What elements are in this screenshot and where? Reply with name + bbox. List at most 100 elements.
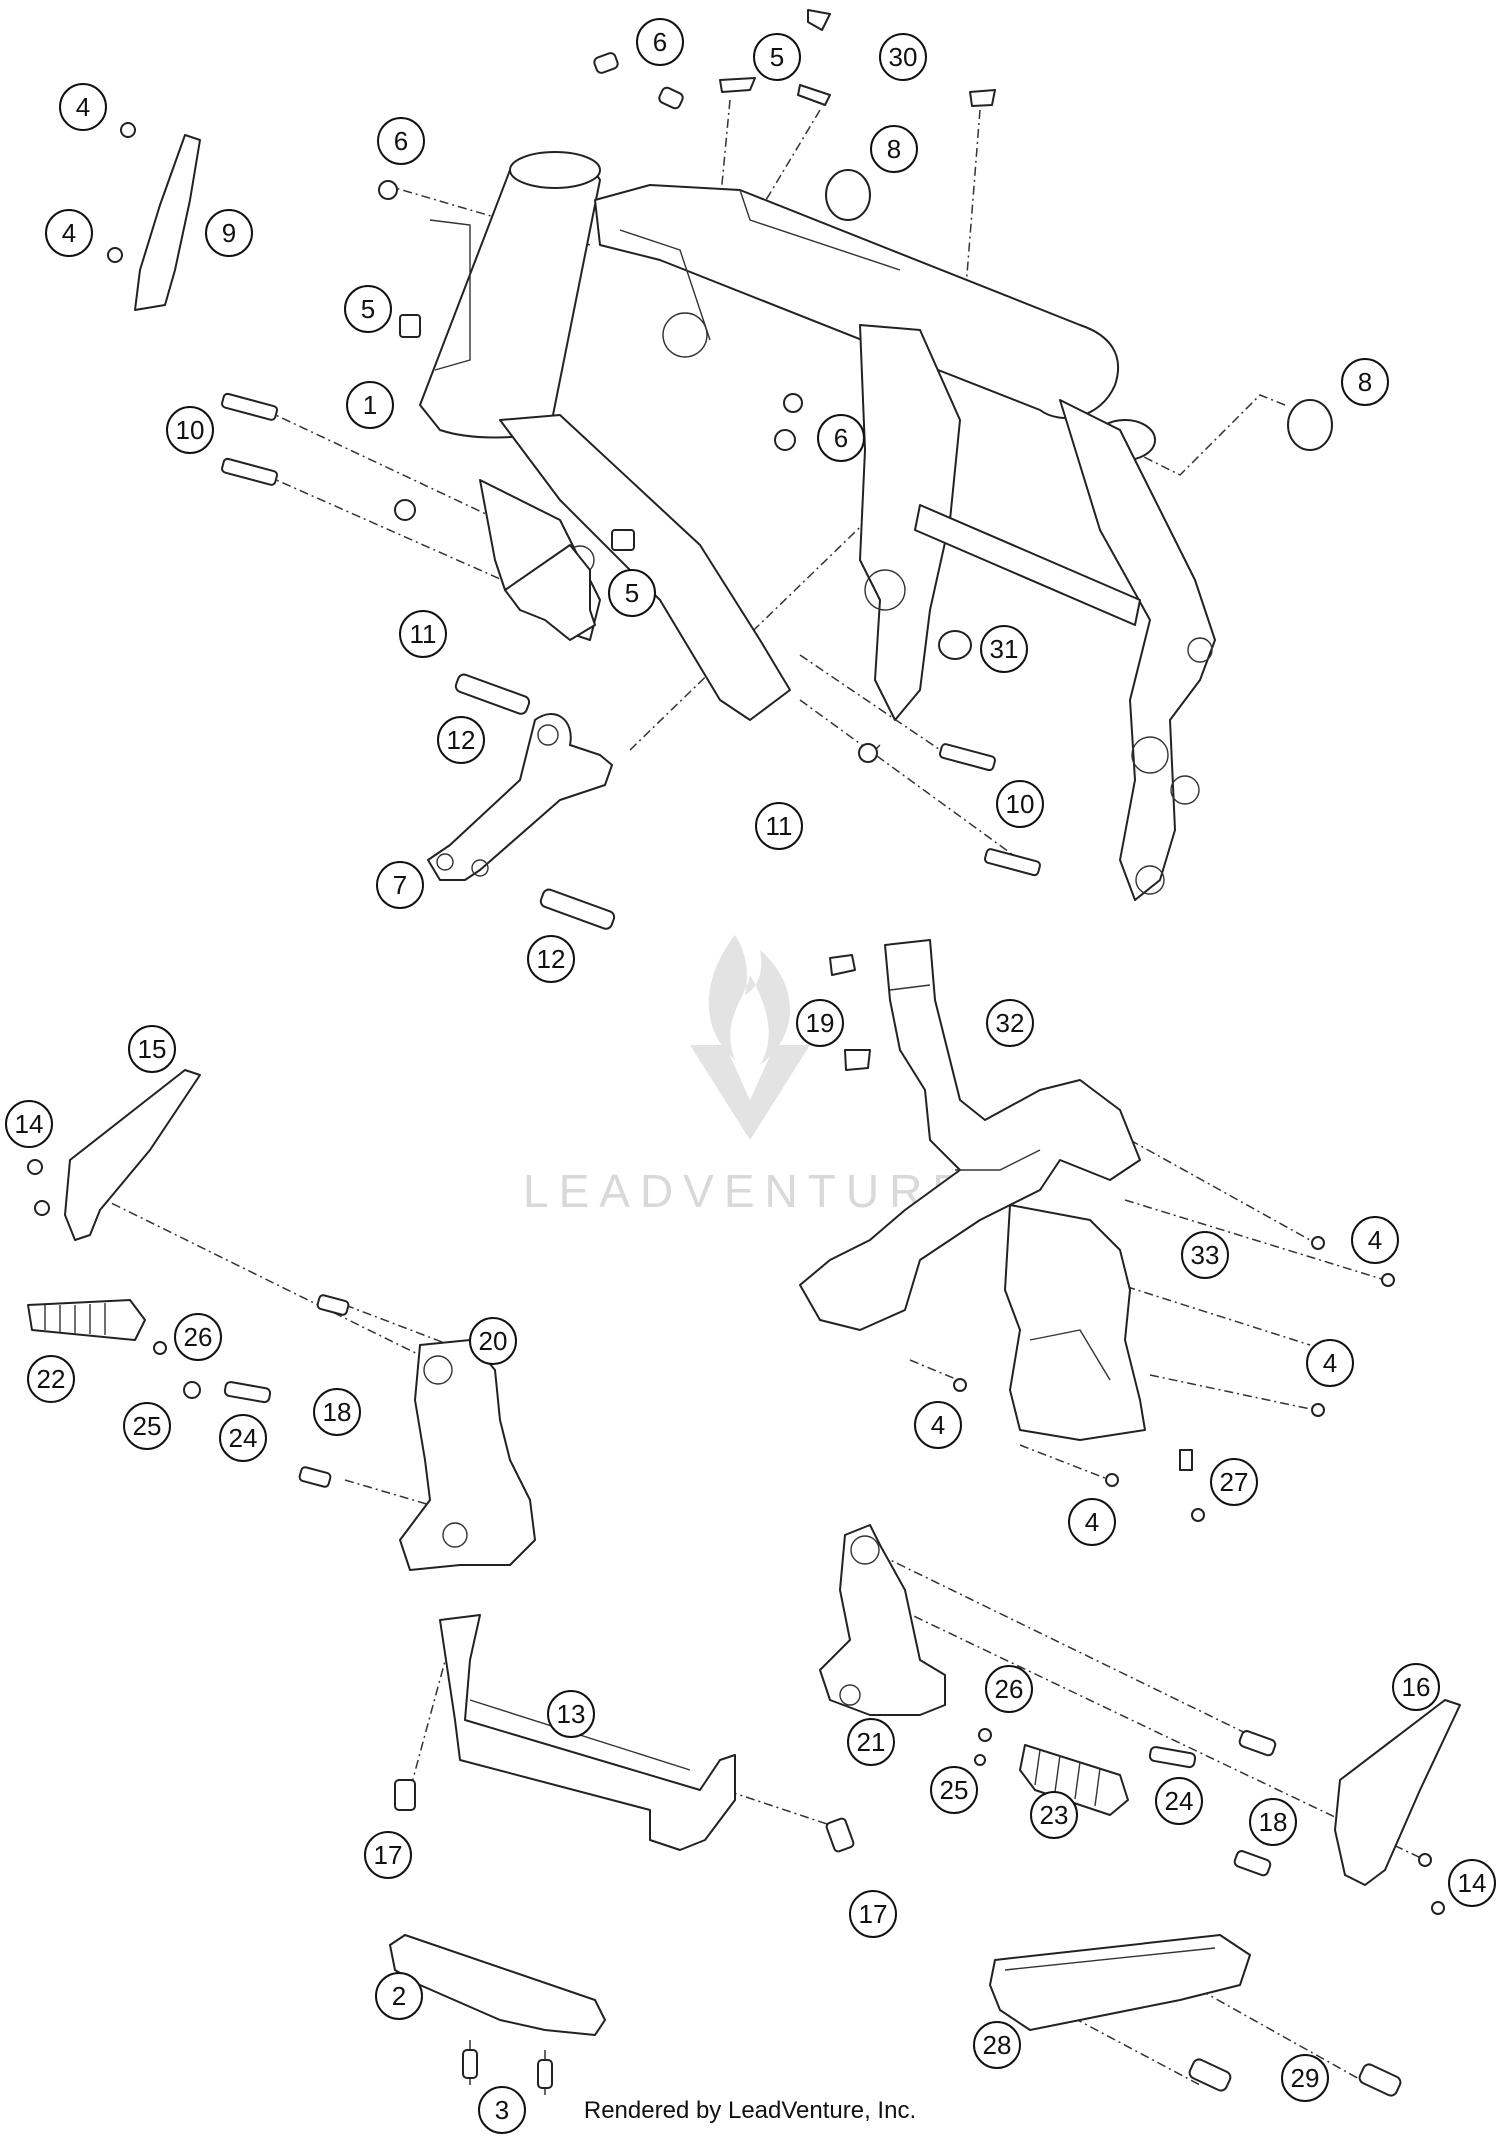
callout-14: 14	[1448, 1859, 1496, 1907]
frame-mid-plate	[859, 324, 961, 721]
footrest-bracket-21	[819, 1524, 946, 1716]
callout-label: 18	[1259, 1807, 1288, 1837]
main-frame	[419, 151, 1216, 901]
callout-circle	[1341, 358, 1389, 406]
callout-label: 4	[76, 92, 90, 122]
callout-circle	[377, 117, 425, 165]
callout-label: 24	[1165, 1786, 1194, 1816]
frame-rear-spar	[1059, 399, 1216, 901]
callout-circle	[1249, 1798, 1297, 1846]
callout-8: 8	[870, 125, 918, 173]
callout-label: 4	[1085, 1507, 1099, 1537]
callout-26: 26	[985, 1665, 1033, 1713]
callout-17: 17	[364, 1831, 412, 1879]
callout-21: 21	[847, 1718, 895, 1766]
callout-label: 8	[887, 134, 901, 164]
watermark-v-logo	[690, 1045, 810, 1140]
callout-label: 17	[374, 1840, 403, 1870]
callout-30: 30	[879, 33, 927, 81]
callout-circle	[1392, 1663, 1440, 1711]
callout-label: 4	[1368, 1225, 1382, 1255]
callout-circle	[1210, 1458, 1258, 1506]
callout-circle	[527, 935, 575, 983]
callout-15: 15	[128, 1025, 176, 1073]
callout-circle	[399, 610, 447, 658]
callout-label: 21	[857, 1727, 886, 1757]
callout-circle	[27, 1355, 75, 1403]
watermark-text: LEADVENTURE	[523, 1165, 973, 1217]
callout-label: 14	[15, 1109, 44, 1139]
callout-label: 6	[834, 423, 848, 453]
callout-label: 8	[1358, 367, 1372, 397]
callout-18: 18	[1249, 1798, 1297, 1846]
callout-circle	[376, 861, 424, 909]
callout-label: 12	[447, 725, 476, 755]
callout-circle	[847, 1718, 895, 1766]
callout-5: 5	[753, 33, 801, 81]
callout-label: 14	[1458, 1868, 1487, 1898]
callout-label: 10	[1006, 789, 1035, 819]
heel-guard-15	[64, 1069, 201, 1241]
frame-down-tube-left	[499, 414, 791, 721]
callout-label: 15	[138, 1034, 167, 1064]
callout-circle	[219, 1414, 267, 1462]
callout-label: 18	[323, 1397, 352, 1427]
footrest-bracket-20	[399, 1339, 536, 1571]
callout-circle	[986, 999, 1034, 1047]
callout-label: 13	[557, 1699, 586, 1729]
callout-33: 33	[1181, 1231, 1229, 1279]
callout-25: 25	[123, 1402, 171, 1450]
callout-1: 1	[346, 381, 394, 429]
callout-circle	[1068, 1498, 1116, 1546]
callout-10: 10	[996, 780, 1044, 828]
callout-4: 4	[1068, 1498, 1116, 1546]
callout-17: 17	[849, 1890, 897, 1938]
linkage-7	[427, 713, 613, 881]
callout-circle	[1181, 1231, 1229, 1279]
callout-circle	[205, 209, 253, 257]
callout-circle	[478, 2086, 526, 2134]
callout-circle	[166, 406, 214, 454]
callout-circle	[849, 1890, 897, 1938]
callout-10: 10	[166, 406, 214, 454]
callout-2: 2	[375, 1972, 423, 2020]
callout-circle	[1306, 1339, 1354, 1387]
callout-label: 16	[1402, 1672, 1431, 1702]
callout-circle	[636, 18, 684, 66]
callout-23: 23	[1030, 1791, 1078, 1839]
callout-label: 22	[37, 1364, 66, 1394]
callout-label: 4	[62, 218, 76, 248]
rendered-by-credit: Rendered by LeadVenture, Inc.	[584, 2097, 916, 2124]
callout-label: 30	[889, 42, 918, 72]
callout-circle	[1448, 1859, 1496, 1907]
callout-3: 3	[478, 2086, 526, 2134]
callout-circle	[313, 1388, 361, 1436]
callout-circle	[755, 802, 803, 850]
callout-11: 11	[399, 610, 447, 658]
callout-24: 24	[219, 1414, 267, 1462]
callout-label: 24	[229, 1423, 258, 1453]
callout-label: 11	[766, 811, 793, 841]
callout-label: 7	[393, 870, 407, 900]
callout-label: 6	[394, 126, 408, 156]
callout-circle	[547, 1690, 595, 1738]
callout-circle	[45, 209, 93, 257]
callout-label: 6	[653, 27, 667, 57]
callout-14: 14	[5, 1100, 53, 1148]
callout-27: 27	[1210, 1458, 1258, 1506]
callout-7: 7	[376, 861, 424, 909]
callout-circle	[930, 1766, 978, 1814]
callout-13: 13	[547, 1690, 595, 1738]
callout-circle	[469, 1317, 517, 1365]
callout-24: 24	[1155, 1777, 1203, 1825]
callout-label: 29	[1291, 2063, 1320, 2093]
callout-label: 32	[996, 1008, 1025, 1038]
callout-circle	[996, 780, 1044, 828]
callout-circle	[123, 1402, 171, 1450]
callout-18: 18	[313, 1388, 361, 1436]
callout-circle	[973, 2021, 1021, 2069]
callout-6: 6	[636, 18, 684, 66]
callout-19: 19	[796, 999, 844, 1047]
pin-12-lower	[539, 888, 616, 930]
callout-9: 9	[205, 209, 253, 257]
